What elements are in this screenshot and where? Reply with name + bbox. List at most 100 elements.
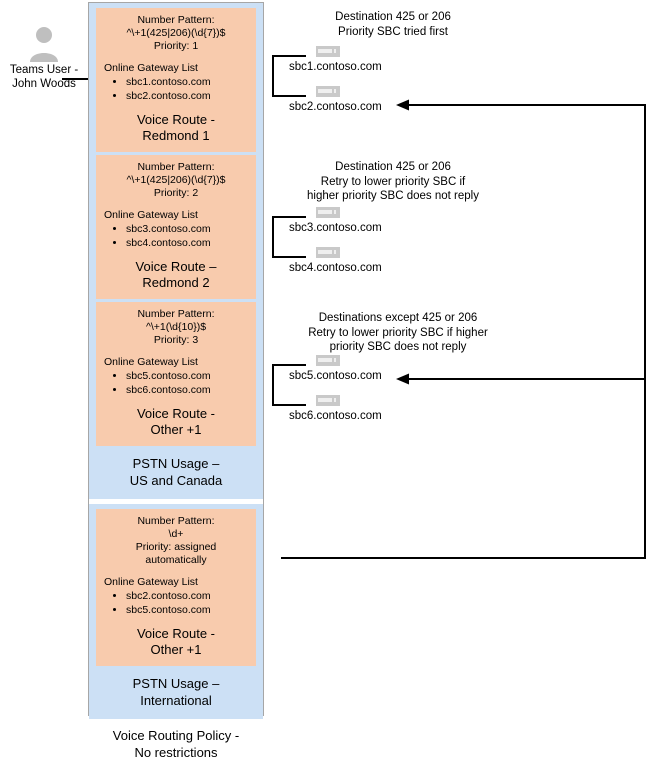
- sbc-server-icon: [316, 355, 340, 366]
- connector-international-to-rail: [281, 557, 646, 559]
- list-item: sbc4.contoso.com: [126, 236, 248, 250]
- annotation-line: Priority SBC tried first: [338, 25, 448, 38]
- voice-route-redmond-2[interactable]: Number Pattern: ^\+1(425|206)(\d{7})$ Pr…: [96, 155, 256, 299]
- sbc-server-icon: [316, 207, 340, 218]
- route-name: Voice Route - Other +1: [104, 626, 248, 658]
- pstn-usage-international-label: PSTN Usage – International: [96, 666, 256, 719]
- route-pattern-value: \d+: [168, 528, 184, 540]
- route-name-line1: Voice Route -: [136, 406, 216, 421]
- sbc-server-icon: [316, 86, 340, 97]
- policy-name-line2: No restrictions: [134, 745, 218, 760]
- annotation-line: Retry to lower priority SBC if: [320, 175, 466, 188]
- sbc-node-4[interactable]: sbc4.contoso.com: [289, 247, 382, 275]
- pstn-usage-line1: PSTN Usage –: [132, 456, 220, 471]
- route-pattern-value: ^\+1(425|206)(\d{7})$: [126, 27, 226, 39]
- voice-routing-policy-label: Voice Routing Policy - No restrictions: [89, 719, 263, 761]
- route-name-line2: Other +1: [150, 422, 202, 437]
- annotation-group-1: Destination 425 or 206 Priority SBC trie…: [268, 10, 518, 39]
- route-priority-line1: Priority: assigned: [135, 541, 217, 553]
- voice-route-other-plus1-international[interactable]: Number Pattern: \d+ Priority: assigned a…: [96, 509, 256, 666]
- sbc-label: sbc4.contoso.com: [289, 262, 382, 274]
- route-priority-line2: automatically: [145, 554, 207, 566]
- gateway-list: sbc3.contoso.com sbc4.contoso.com: [104, 222, 248, 250]
- gateway-list-title: Online Gateway List: [104, 62, 198, 74]
- route-priority: Priority: 3: [153, 334, 199, 346]
- bracket-group-1-branch-top: [272, 55, 306, 57]
- sbc-server-icon: [316, 395, 340, 406]
- list-item: sbc2.contoso.com: [126, 589, 248, 603]
- gateway-list: sbc2.contoso.com sbc5.contoso.com: [104, 589, 248, 617]
- list-item: sbc3.contoso.com: [126, 222, 248, 236]
- route-name-line2: Redmond 2: [142, 275, 210, 290]
- voice-route-other-plus1-domestic[interactable]: Number Pattern: ^\+1(\d{10})$ Priority: …: [96, 302, 256, 446]
- bracket-group-3-branch-top: [272, 364, 306, 366]
- sbc-node-6[interactable]: sbc6.contoso.com: [289, 395, 382, 423]
- list-item: sbc5.contoso.com: [126, 369, 248, 383]
- gateway-list-title: Online Gateway List: [104, 356, 198, 368]
- annotation-line: Destination 425 or 206: [335, 11, 451, 23]
- route-pattern-value: ^\+1(\d{10})$: [145, 321, 207, 333]
- route-priority: Priority: 1: [153, 40, 199, 52]
- teams-user-block: Teams User - John Woods: [0, 22, 88, 91]
- sbc-node-2[interactable]: sbc2.contoso.com: [289, 86, 382, 114]
- list-item: sbc6.contoso.com: [126, 383, 248, 397]
- pstn-usage-line1: PSTN Usage –: [132, 676, 220, 691]
- policy-name-line1: Voice Routing Policy -: [112, 728, 240, 743]
- arrow-head-to-sbc2-icon: [396, 99, 409, 111]
- bracket-group-2-branch-top: [272, 216, 306, 218]
- connector-user-to-policy: [62, 78, 90, 80]
- route-pattern-label: Number Pattern:: [137, 515, 215, 527]
- bracket-group-3-stem: [272, 364, 274, 406]
- annotation-line: Destinations except 425 or 206: [318, 312, 478, 324]
- bracket-group-1-stem: [272, 55, 274, 97]
- bracket-group-2-stem: [272, 216, 274, 258]
- route-priority: Priority: 2: [153, 187, 199, 199]
- pstn-usage-line2: International: [140, 693, 212, 708]
- gateway-list-title: Online Gateway List: [104, 209, 198, 221]
- teams-user-label-line1: Teams User -: [9, 64, 79, 76]
- teams-user-label: Teams User - John Woods: [0, 63, 88, 91]
- teams-user-label-line2: John Woods: [12, 78, 76, 90]
- route-name-line1: Voice Route -: [136, 112, 216, 127]
- route-name: Voice Route – Redmond 2: [104, 259, 248, 291]
- route-name: Voice Route - Other +1: [104, 406, 248, 438]
- sbc-label: sbc6.contoso.com: [289, 410, 382, 422]
- arrow-head-to-sbc5-icon: [396, 373, 409, 385]
- route-name-line2: Other +1: [150, 642, 202, 657]
- sbc-label: sbc5.contoso.com: [289, 370, 382, 382]
- voice-routing-policy-container: Number Pattern: ^\+1(425|206)(\d{7})$ Pr…: [88, 2, 264, 760]
- annotation-line: Retry to lower priority SBC if higher: [308, 326, 488, 339]
- list-item: sbc1.contoso.com: [126, 75, 248, 89]
- bracket-group-2-branch-bottom: [272, 256, 306, 258]
- bracket-group-1-branch-bottom: [272, 95, 306, 97]
- route-pattern-label: Number Pattern:: [137, 308, 215, 320]
- sbc-node-3[interactable]: sbc3.contoso.com: [289, 207, 382, 235]
- sbc-label: sbc3.contoso.com: [289, 222, 382, 234]
- route-name-line1: Voice Route -: [136, 626, 216, 641]
- sbc-label: sbc1.contoso.com: [289, 61, 382, 73]
- gateway-list: sbc5.contoso.com sbc6.contoso.com: [104, 369, 248, 397]
- route-name-line1: Voice Route –: [135, 259, 217, 274]
- sbc-node-5[interactable]: sbc5.contoso.com: [289, 355, 382, 383]
- annotation-group-3: Destinations except 425 or 206 Retry to …: [268, 311, 528, 355]
- route-name: Voice Route - Redmond 1: [104, 112, 248, 144]
- annotation-group-2: Destination 425 or 206 Retry to lower pr…: [268, 160, 518, 204]
- sbc-node-1[interactable]: sbc1.contoso.com: [289, 46, 382, 74]
- bracket-group-3-branch-bottom: [272, 404, 306, 406]
- gateway-list: sbc1.contoso.com sbc2.contoso.com: [104, 75, 248, 103]
- connector-rail-to-sbc5: [406, 378, 645, 380]
- voice-route-redmond-1[interactable]: Number Pattern: ^\+1(425|206)(\d{7})$ Pr…: [96, 8, 256, 152]
- sbc-label: sbc2.contoso.com: [289, 101, 382, 113]
- sbc-server-icon: [316, 247, 340, 258]
- pstn-usage-line2: US and Canada: [129, 473, 223, 488]
- pstn-usage-group-international: Number Pattern: \d+ Priority: assigned a…: [89, 504, 263, 719]
- list-item: sbc5.contoso.com: [126, 603, 248, 617]
- pstn-usage-group-us-canada: Number Pattern: ^\+1(425|206)(\d{7})$ Pr…: [89, 3, 263, 499]
- sbc-server-icon: [316, 46, 340, 57]
- annotation-line: priority SBC does not reply: [329, 341, 467, 353]
- list-item: sbc2.contoso.com: [126, 89, 248, 103]
- route-name-line2: Redmond 1: [142, 128, 210, 143]
- annotation-line: higher priority SBC does not reply: [307, 190, 479, 202]
- connector-rail-to-sbc2: [406, 104, 645, 106]
- person-avatar-icon: [30, 27, 58, 62]
